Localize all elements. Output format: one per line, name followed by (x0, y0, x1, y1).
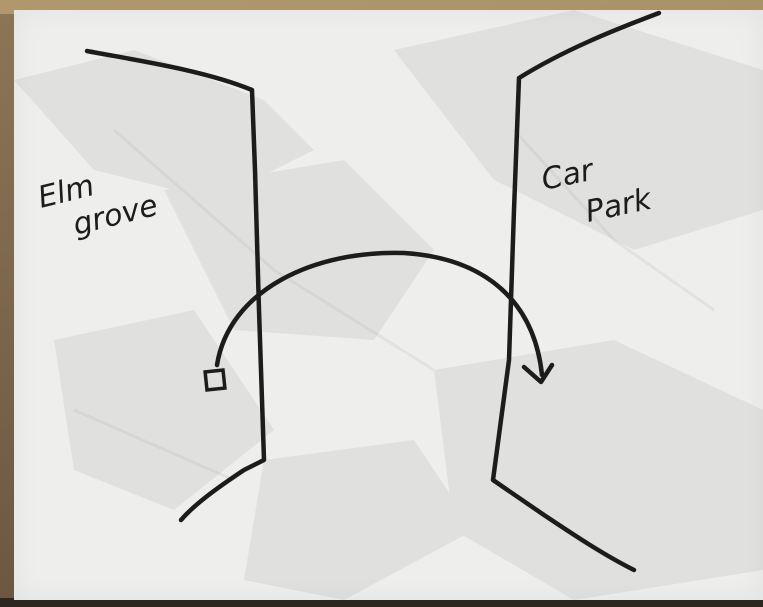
curved-arrow-icon (217, 253, 542, 375)
right-area-label-line1: Car (538, 153, 597, 198)
square-marker-icon (205, 370, 225, 390)
left-boundary-line (87, 51, 264, 520)
right-boundary-line (493, 13, 659, 570)
arrowhead (524, 365, 552, 382)
right-area-label-line2: Park (582, 181, 656, 229)
hand-drawn-map: Elm grove Car Park (14, 10, 763, 600)
